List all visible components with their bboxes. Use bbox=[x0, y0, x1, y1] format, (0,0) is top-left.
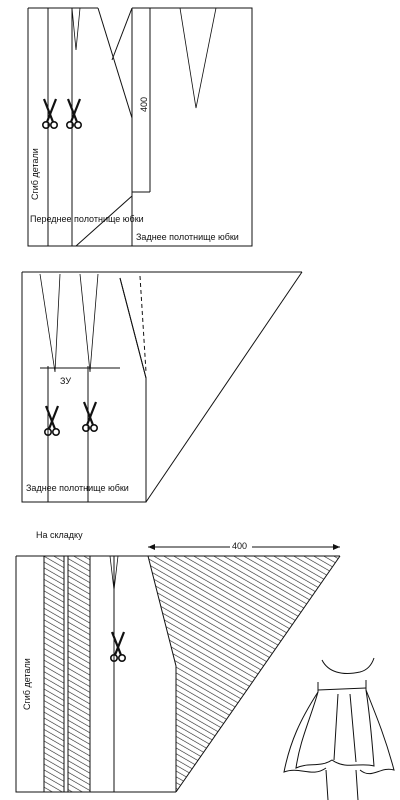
back-flare-dart-right bbox=[79, 273, 99, 373]
front-hem-diagonal bbox=[75, 195, 133, 247]
front-side-seam bbox=[97, 7, 133, 119]
back-flare-dart-left bbox=[39, 273, 61, 373]
back-skirt-label: Заднее полотнище юбки bbox=[136, 232, 239, 242]
figure-skirt-layer-3 bbox=[359, 689, 395, 775]
panel-front-back-pattern: 400 Сгиб детали Переднее полотнище юбки … bbox=[27, 7, 253, 247]
scissors-icon bbox=[65, 97, 83, 130]
panel-folded-pattern: На складку 400 Сгиб детали bbox=[15, 530, 341, 793]
dimension-arrow-right bbox=[333, 544, 340, 550]
panel-back-flare-pattern: ЗУ Заднее полотнище юбки bbox=[21, 271, 303, 503]
folded-side-seam bbox=[147, 555, 177, 792]
dimension-label-bg bbox=[230, 540, 252, 551]
figure-legs bbox=[325, 769, 359, 800]
back-flare-diagonal bbox=[145, 271, 303, 503]
skirt-figure-illustration bbox=[283, 657, 395, 800]
scissors-icon bbox=[81, 400, 99, 433]
back-dart bbox=[179, 7, 217, 109]
hatched-strip-right bbox=[68, 556, 90, 792]
hatched-flare-triangle bbox=[148, 556, 340, 792]
dimension-400-vertical: 400 bbox=[139, 97, 149, 112]
figure-skirt-seams bbox=[333, 693, 357, 763]
dimension-400-horizontal: 400 bbox=[232, 541, 247, 551]
scissors-icon bbox=[43, 404, 61, 437]
figure-torso bbox=[321, 657, 375, 674]
back-side-curve bbox=[111, 7, 133, 61]
figure-skirt-layer-2 bbox=[283, 691, 327, 773]
fold-label-vertical: Сгиб детали bbox=[30, 148, 40, 200]
scissors-icon bbox=[109, 630, 127, 663]
folded-diagonal bbox=[175, 555, 341, 793]
hatched-strip-left bbox=[44, 556, 64, 792]
front-dart bbox=[71, 7, 81, 51]
dimension-arrow-left bbox=[148, 544, 155, 550]
back-flare-side bbox=[119, 277, 147, 379]
fold-label-vertical-2: Сгиб детали bbox=[22, 658, 32, 710]
front-skirt-label: Переднее полотнище юбки bbox=[30, 214, 144, 224]
folded-dart bbox=[109, 555, 119, 591]
back-skirt-label-2: Заднее полотнище юбки bbox=[26, 483, 129, 493]
figure-skirt-layer-1 bbox=[295, 689, 375, 769]
fold-note: На складку bbox=[36, 530, 83, 540]
figure-waist-sides bbox=[317, 680, 367, 692]
figure-waistband-top bbox=[317, 687, 367, 691]
back-flare-dashed-seam bbox=[139, 275, 147, 373]
front-outline bbox=[27, 8, 132, 247]
folded-outline bbox=[15, 556, 176, 793]
scissors-icon bbox=[41, 97, 59, 130]
back-outline bbox=[131, 7, 253, 247]
mark-label: ЗУ bbox=[60, 376, 71, 386]
